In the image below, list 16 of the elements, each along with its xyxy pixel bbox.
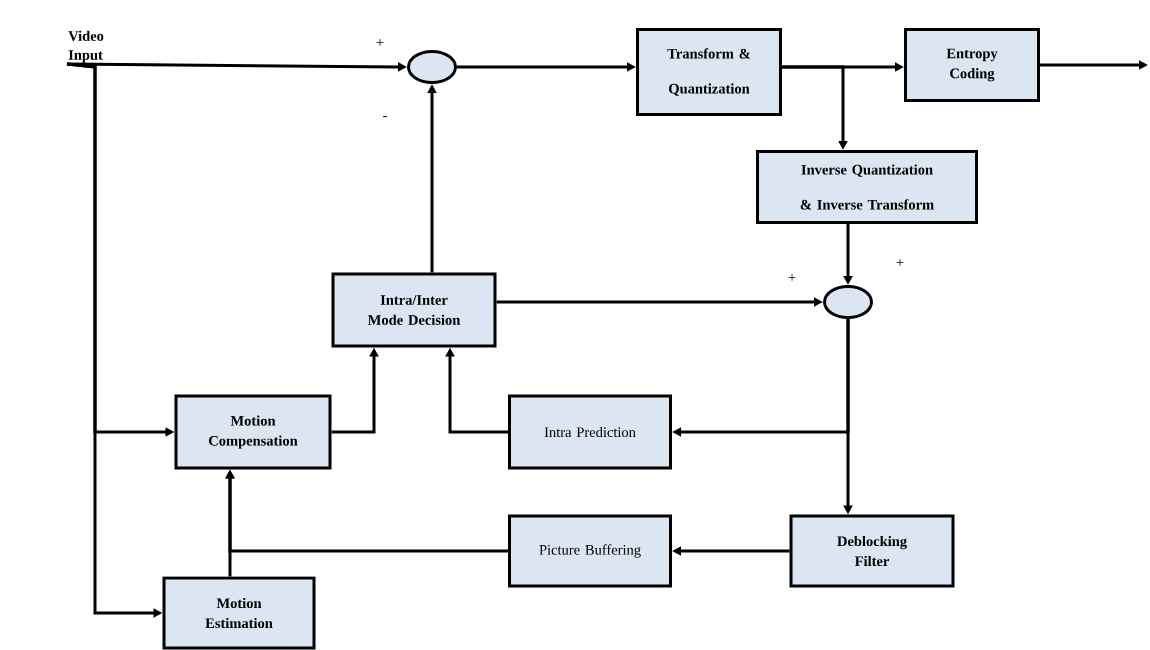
process-box: Deblocking Filter [789,514,955,588]
process-box: Entropy Coding [904,28,1040,102]
sign-label: - [383,116,387,118]
process-box: Inverse Quantization & Inverse Transform [756,150,978,224]
process-box: Intra/Inter Mode Decision [331,272,497,348]
input-label: Video Input [68,30,104,63]
process-box: Transform & Quantization [636,28,782,116]
sign-label: + [896,258,904,266]
sign-label: + [376,38,384,46]
process-box: Motion Estimation [162,576,316,650]
summing-junction [407,50,457,84]
process-box: Motion Compensation [174,394,332,470]
summing-junction [823,285,873,319]
sign-label: + [788,273,796,281]
process-box: Picture Buffering [508,514,672,588]
process-box: Intra Prediction [508,394,672,470]
